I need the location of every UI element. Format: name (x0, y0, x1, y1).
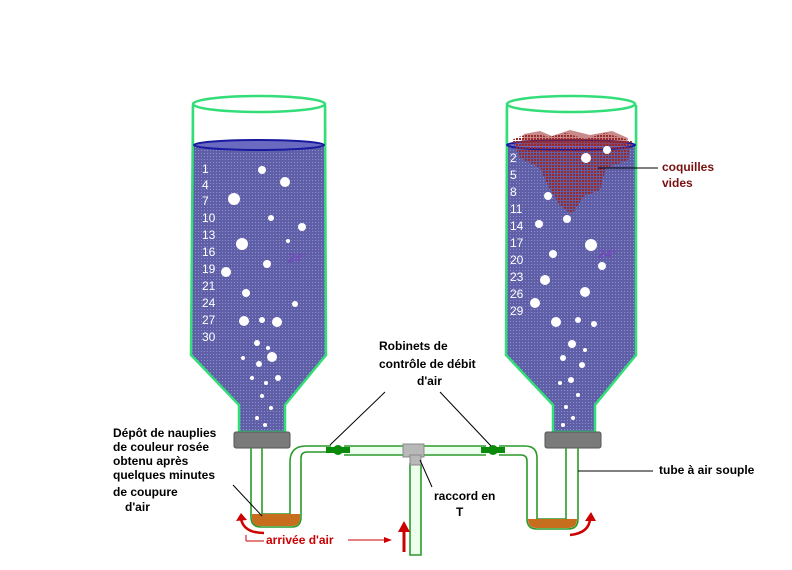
left-scale: 1 4 7 10 13 16 19 21 24 27 30 (202, 162, 216, 344)
left-temperature: 24° (287, 251, 306, 265)
right-scale-mark: 2 (510, 151, 517, 165)
right-bottle-rim (505, 94, 637, 114)
left-scale-mark: 13 (202, 228, 216, 242)
right-bottle-cap (544, 431, 602, 449)
right-air-arrow (569, 518, 592, 537)
right-scale-mark: 8 (510, 185, 517, 199)
depot-line-6: d'air (125, 500, 150, 514)
robinets-line-1: Robinets de (379, 339, 448, 353)
right-scale-mark: 23 (510, 270, 524, 284)
tube-interiors (345, 447, 486, 554)
air-flow-arrows (236, 512, 596, 552)
left-scale-mark: 1 (202, 162, 209, 176)
right-temperature: 24° (597, 247, 616, 261)
right-scale-mark: 11 (510, 202, 523, 216)
coquilles-line-1: coquilles (662, 160, 714, 174)
left-scale-mark: 10 (202, 211, 216, 225)
left-scale-mark: 7 (202, 194, 209, 208)
right-bubbles (530, 146, 611, 427)
label-tube: tube à air souple (659, 463, 755, 477)
right-scale-mark: 29 (510, 304, 524, 318)
raccord-line-1: raccord en (434, 489, 495, 503)
left-air-arrow (239, 518, 265, 535)
label-depot: Dépôt de nauplies de couleur rosée obten… (113, 426, 217, 514)
left-scale-mark: 21 (202, 279, 216, 293)
left-bottle-rim (191, 94, 327, 114)
label-raccord: raccord en T (434, 489, 495, 519)
left-valve (326, 445, 350, 455)
right-scale-mark: 20 (510, 253, 524, 267)
robinets-line-2: contrôle de débit (379, 357, 476, 371)
left-bottle: 1 4 7 10 13 16 19 21 24 27 30 24° (189, 94, 328, 449)
right-bottle: 2 5 8 11 14 17 20 23 26 29 24° (504, 94, 638, 449)
label-arrivee: arrivée d'air (266, 533, 334, 547)
left-scale-mark: 24 (202, 296, 216, 310)
depot-line-5: de coupure (113, 485, 178, 499)
left-scale-mark: 19 (202, 262, 216, 276)
right-valve (481, 445, 505, 455)
right-scale-mark: 5 (510, 168, 517, 182)
coquilles-line-2: vides (662, 176, 693, 190)
right-scale-mark: 26 (510, 287, 524, 301)
right-scale: 2 5 8 11 14 17 20 23 26 29 (510, 151, 524, 318)
left-bottle-cap (233, 431, 291, 449)
t-connector (402, 443, 425, 466)
left-scale-mark: 30 (202, 330, 216, 344)
depot-line-1: Dépôt de nauplies (113, 426, 217, 440)
left-bubbles (221, 166, 306, 427)
tubing (250, 445, 579, 556)
robinets-line-3: d'air (417, 374, 442, 388)
leader-lines (232, 167, 658, 517)
right-scale-mark: 17 (510, 236, 524, 250)
left-water-surface (193, 139, 325, 151)
left-scale-mark: 4 (202, 178, 209, 192)
depot-line-3: obtenu après (113, 454, 189, 468)
raccord-line-2: T (456, 505, 464, 519)
right-sediment (528, 519, 577, 528)
left-scale-mark: 27 (202, 313, 216, 327)
depot-line-2: de couleur rosée (113, 440, 209, 454)
left-scale-mark: 16 (202, 245, 216, 259)
right-scale-mark: 14 (510, 219, 524, 233)
label-robinets: Robinets de contrôle de débit d'air (379, 339, 476, 388)
left-sediment (252, 514, 300, 526)
empty-shells (512, 130, 632, 214)
depot-line-4: quelques minutes (113, 468, 215, 482)
label-coquilles: coquilles vides (662, 160, 714, 190)
